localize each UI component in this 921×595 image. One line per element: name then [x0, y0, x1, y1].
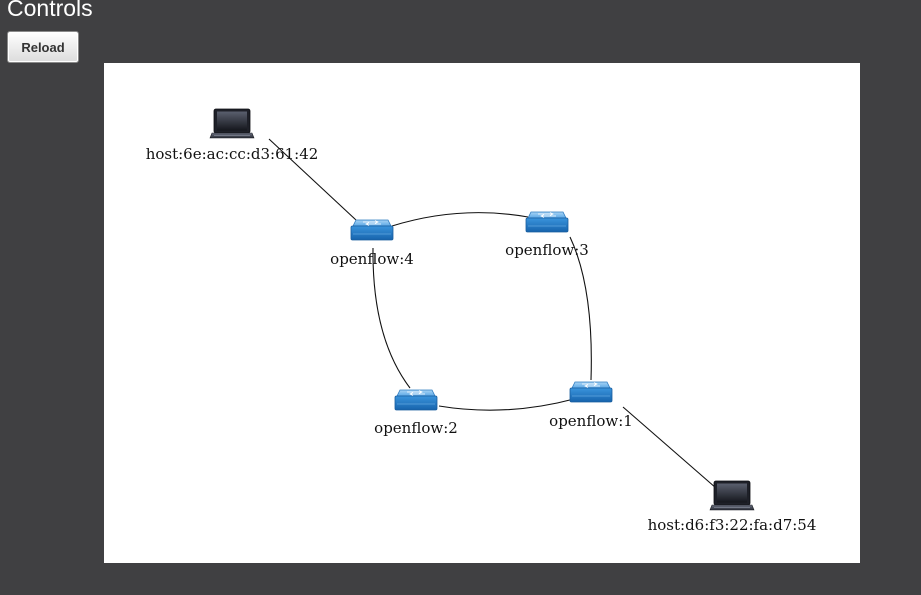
- link-host-a-openflow-4: [268, 138, 357, 221]
- switch-label-openflow-2: openflow:2: [374, 419, 458, 437]
- links-layer: [268, 138, 717, 489]
- host-node-a[interactable]: host:6e:ac:cc:d3:61:42: [146, 108, 319, 163]
- switch-icon: [525, 211, 569, 233]
- page-title: Controls: [7, 0, 93, 21]
- laptop-icon: [709, 480, 755, 511]
- switch-node-openflow-3[interactable]: openflow:3: [505, 211, 589, 259]
- switch-label-openflow-3: openflow:3: [505, 241, 589, 259]
- switch-icon: [394, 389, 438, 411]
- link-openflow-4-openflow-3: [391, 212, 529, 227]
- link-openflow-3-openflow-1: [569, 236, 592, 381]
- topology-graph[interactable]: host:6e:ac:cc:d3:61:42 openflow:4 openfl…: [104, 63, 860, 563]
- switch-node-openflow-2[interactable]: openflow:2: [374, 389, 458, 437]
- link-openflow-4-openflow-2: [372, 247, 411, 389]
- switch-node-openflow-1[interactable]: openflow:1: [549, 381, 633, 430]
- topology-canvas[interactable]: host:6e:ac:cc:d3:61:42 openflow:4 openfl…: [104, 63, 860, 563]
- switch-icon: [569, 381, 613, 403]
- host-node-b[interactable]: host:d6:f3:22:fa:d7:54: [648, 480, 817, 534]
- host-label-a: host:6e:ac:cc:d3:61:42: [146, 145, 319, 163]
- host-label-b: host:d6:f3:22:fa:d7:54: [648, 516, 817, 534]
- link-openflow-2-openflow-1: [438, 398, 575, 411]
- nodes-layer: host:6e:ac:cc:d3:61:42 openflow:4 openfl…: [146, 108, 817, 534]
- switch-icon: [350, 219, 394, 241]
- switch-node-openflow-4[interactable]: openflow:4: [330, 219, 414, 268]
- laptop-icon: [209, 108, 255, 139]
- switch-label-openflow-1: openflow:1: [549, 412, 633, 430]
- switch-label-openflow-4: openflow:4: [330, 250, 414, 268]
- link-openflow-1-host-b: [622, 406, 717, 489]
- reload-button[interactable]: Reload: [7, 31, 79, 63]
